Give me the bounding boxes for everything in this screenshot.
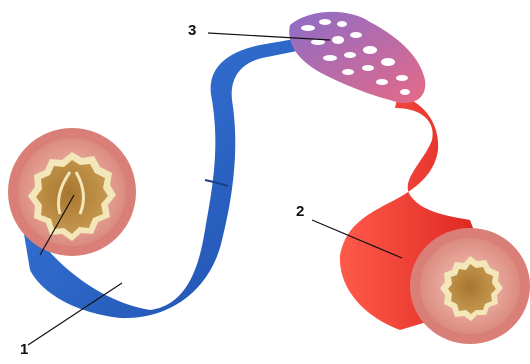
- label-1: 1: [20, 342, 28, 357]
- label-2: 2: [296, 204, 304, 219]
- capillary-bed: [289, 12, 425, 103]
- artery-cross-section: [410, 228, 530, 344]
- vein-cross-section: [8, 128, 136, 256]
- label-3: 3: [188, 23, 196, 38]
